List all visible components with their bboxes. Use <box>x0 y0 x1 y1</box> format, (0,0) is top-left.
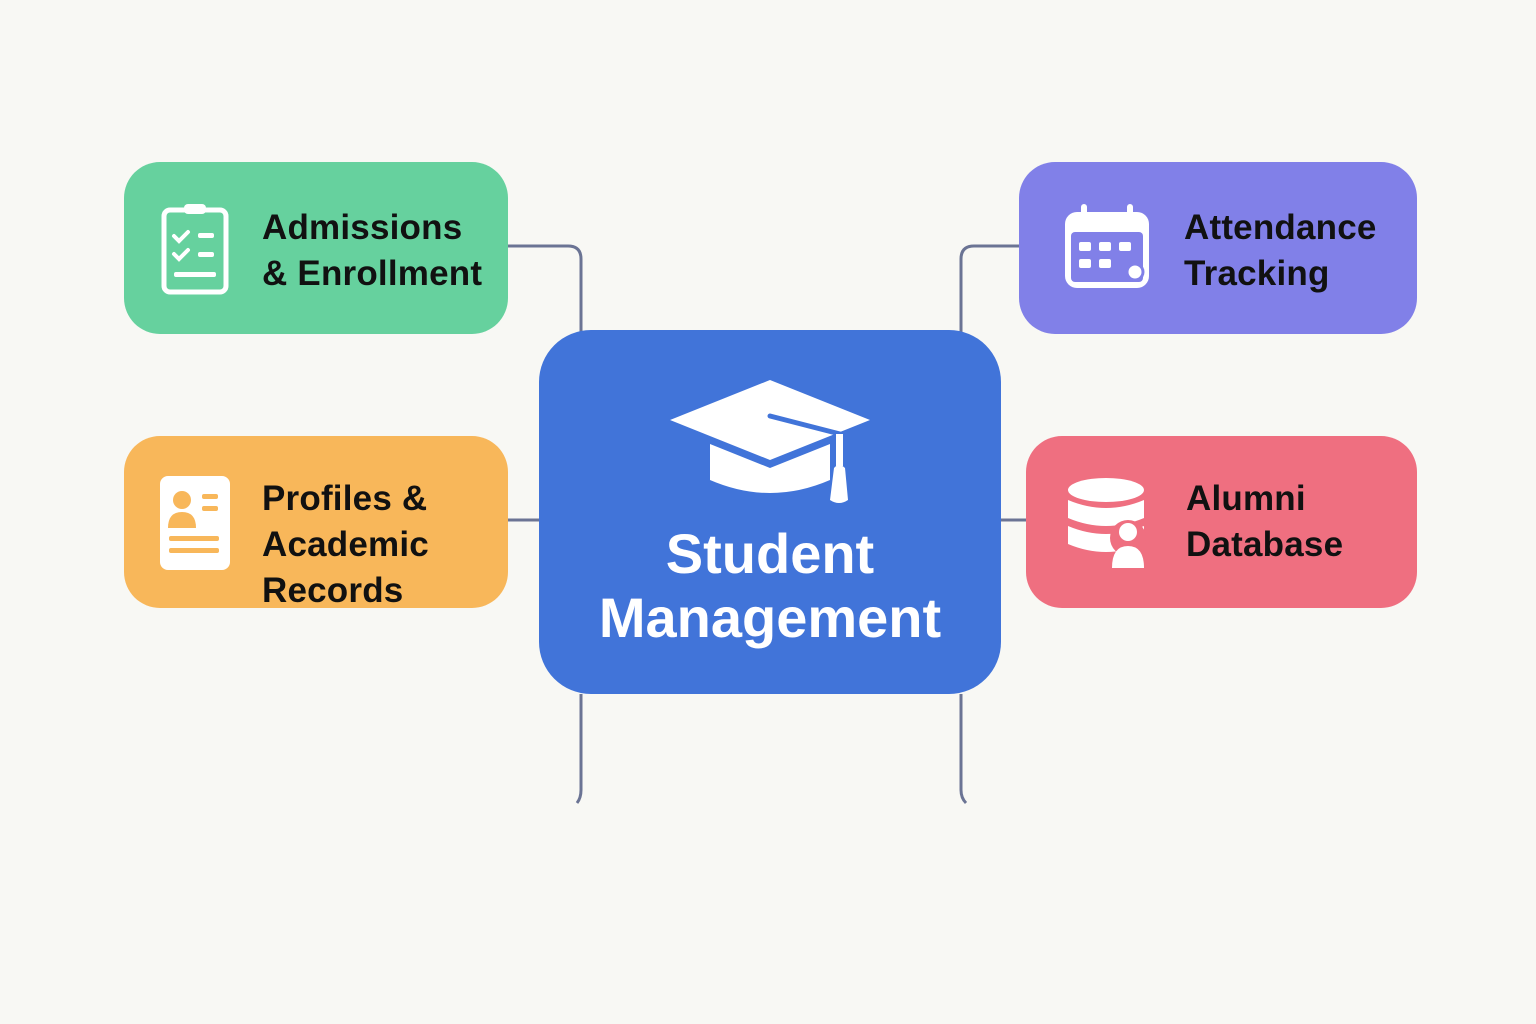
connector-admissions <box>507 244 583 332</box>
label-line: Records <box>262 571 404 610</box>
label-line: Alumni <box>1186 479 1306 518</box>
node-profiles[interactable]: Profiles & Academic Records <box>124 436 508 610</box>
title-line: Student <box>665 522 875 585</box>
title-line: Management <box>598 586 942 649</box>
connector-bottom-right <box>959 694 968 805</box>
center-title: Student Management <box>539 522 1001 650</box>
database-user-icon <box>1068 478 1146 568</box>
node-label: Profiles & Academic Records <box>262 476 429 614</box>
calendar-icon <box>1065 204 1149 288</box>
node-attendance[interactable]: Attendance Tracking <box>1019 162 1417 334</box>
connector-bottom-left <box>575 694 583 804</box>
label-line: Admissions <box>262 208 463 247</box>
node-alumni[interactable]: Alumni Database <box>1026 436 1417 608</box>
node-label: Admissions & Enrollment <box>262 205 482 297</box>
node-label: Alumni Database <box>1186 476 1343 568</box>
graduation-cap-icon <box>670 380 870 503</box>
clipboard-checklist-icon <box>161 204 229 295</box>
label-line: Academic <box>262 525 429 564</box>
label-line: Profiles & <box>262 479 428 518</box>
label-line: Attendance <box>1184 208 1377 247</box>
connector-attendance <box>959 244 1020 332</box>
label-line: Tracking <box>1184 254 1330 293</box>
profile-card-icon <box>160 476 230 570</box>
center-node-student-management[interactable] <box>539 330 1001 694</box>
node-label: Attendance Tracking <box>1184 205 1377 297</box>
label-line: & Enrollment <box>262 254 483 293</box>
label-line: Database <box>1186 525 1344 564</box>
node-admissions[interactable]: Admissions & Enrollment <box>124 162 508 334</box>
